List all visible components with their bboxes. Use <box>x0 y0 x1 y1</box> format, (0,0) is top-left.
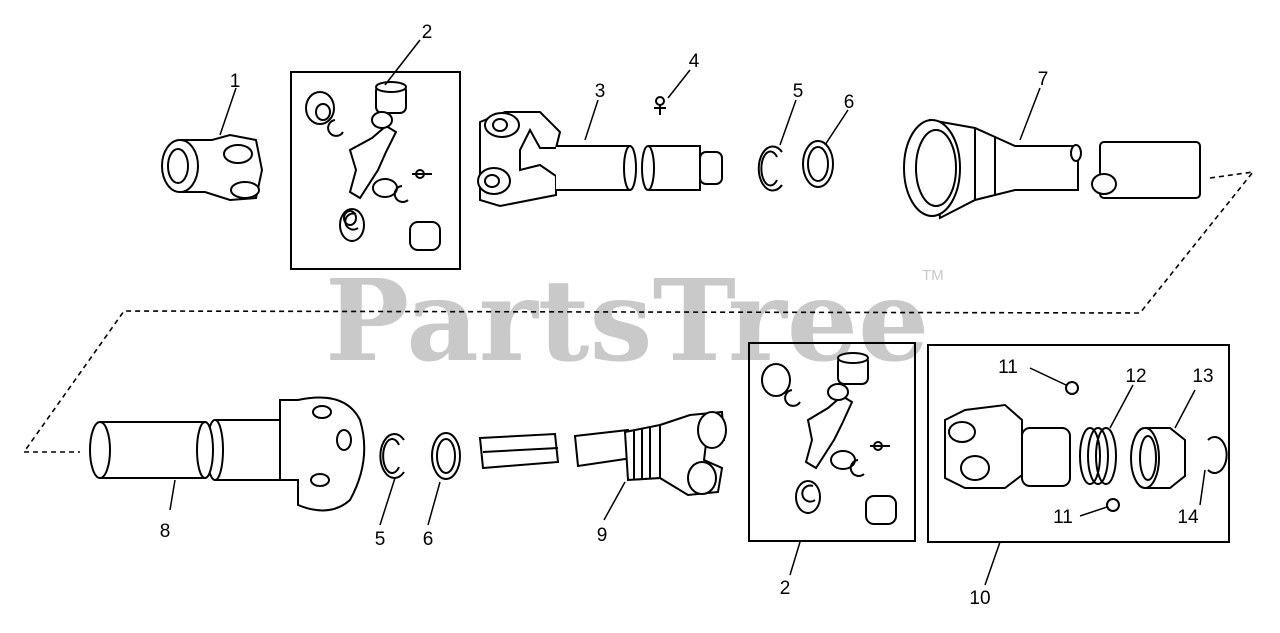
part-7-outer-tube[interactable] <box>1091 141 1201 199</box>
watermark-trademark: TM <box>922 267 944 284</box>
callout-5-top: 5 <box>793 81 804 102</box>
part-10-yoke-kit[interactable] <box>927 344 1230 543</box>
part-4-grease-fitting[interactable] <box>654 96 666 115</box>
part-11-ball-top[interactable] <box>1065 381 1079 395</box>
callout-8: 8 <box>160 521 171 542</box>
watermark: PartsTree <box>325 256 929 387</box>
part-5-retaining-ring-bottom[interactable] <box>379 433 405 479</box>
callout-6-bottom: 6 <box>423 529 434 550</box>
callout-10: 10 <box>969 588 990 609</box>
callout-13: 13 <box>1192 366 1213 387</box>
dashed-connector-line <box>22 170 1255 453</box>
callout-14: 14 <box>1177 507 1199 528</box>
callout-7: 7 <box>1038 69 1049 90</box>
callout-11-bottom: 11 <box>1053 507 1073 528</box>
callout-2-top: 2 <box>422 22 433 43</box>
callout-11-top: 11 <box>998 357 1018 378</box>
part-7-shield-tube[interactable] <box>903 118 1082 220</box>
callout-12: 12 <box>1125 366 1146 387</box>
part-6-bearing-ring-top[interactable] <box>802 140 834 188</box>
part-6-bearing-ring-bottom[interactable] <box>431 432 461 480</box>
callout-5-bottom: 5 <box>375 529 386 550</box>
part-8-outer-tube-shield[interactable] <box>89 396 366 512</box>
callout-1: 1 <box>230 71 241 92</box>
part-2-ujoint-kit-top[interactable] <box>290 71 461 270</box>
part-13-collar[interactable] <box>1130 427 1186 489</box>
callout-4: 4 <box>689 51 700 72</box>
part-11-ball-bottom[interactable] <box>1106 498 1120 512</box>
part-5-retaining-ring-top[interactable] <box>757 145 783 192</box>
part-2-ujoint-kit-bottom[interactable] <box>748 342 916 542</box>
callout-6-top: 6 <box>844 92 855 113</box>
part-9-inner-yoke[interactable] <box>573 410 727 497</box>
part-14-snap-ring[interactable] <box>1207 436 1228 474</box>
part-12-spring[interactable] <box>1079 427 1117 485</box>
part-3-yoke-tube[interactable] <box>477 111 637 208</box>
callout-9: 9 <box>597 525 608 546</box>
callout-2-bottom: 2 <box>780 578 791 599</box>
leader-lines <box>169 39 1206 586</box>
part-9-square-shaft[interactable] <box>478 432 560 470</box>
callout-3: 3 <box>595 81 606 102</box>
part-1-yoke[interactable] <box>161 133 264 202</box>
part-3-tube-segment[interactable] <box>641 145 723 191</box>
